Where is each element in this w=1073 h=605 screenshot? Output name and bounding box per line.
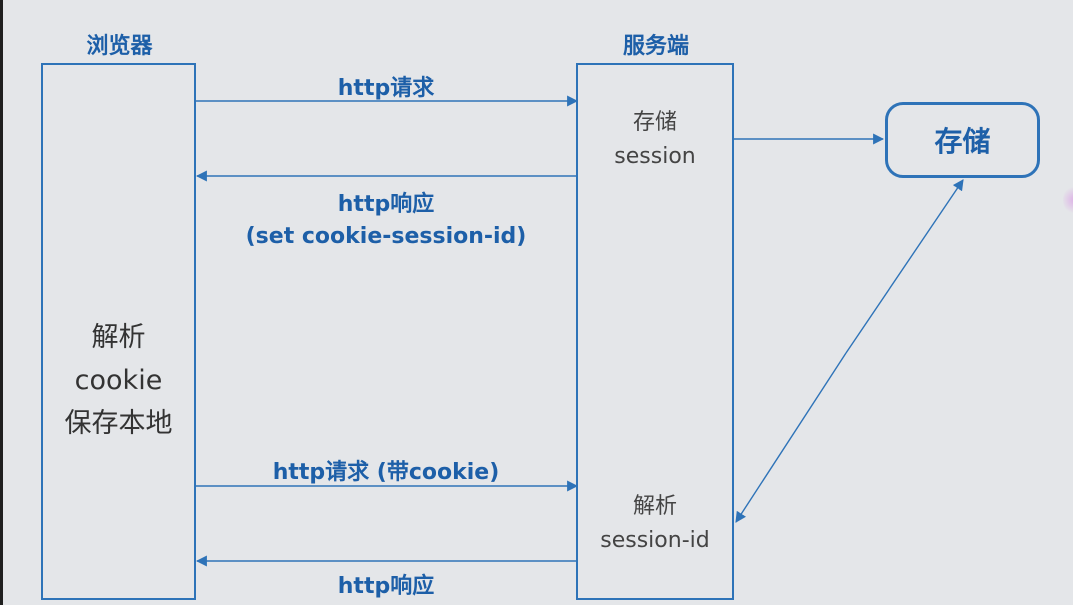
browser-note-line-3: 保存本地 [64, 408, 173, 439]
label-response-2: http响应 [337, 574, 435, 599]
browser-box [41, 63, 196, 600]
label-request-1: http请求 [337, 76, 435, 101]
browser-title: 浏览器 [86, 34, 153, 59]
server-note-bottom-line-1: 解析 [632, 494, 677, 519]
storage-box: 存储 [885, 102, 1040, 178]
browser-note-line-2: cookie [74, 365, 163, 396]
label-request-2: http请求 (带cookie) [272, 460, 500, 485]
diagram-canvas: 浏览器 服务端 存储 http请求 http响应 (set cookie-ses… [3, 0, 1073, 605]
server-note-store-session: 存储 session [576, 106, 734, 174]
server-box [576, 63, 734, 600]
label-response-1: http响应 [337, 192, 435, 217]
server-note-bottom-line-2: session-id [600, 528, 710, 553]
arrow-storage-to-server [845, 179, 964, 354]
arrows-layer [195, 95, 964, 567]
cursor-glow [1063, 185, 1073, 215]
server-note-top-line-2: session [614, 144, 696, 169]
browser-note-line-1: 解析 [91, 322, 146, 353]
label-response-1-detail: (set cookie-session-id) [245, 224, 527, 249]
server-note-top-line-1: 存储 [632, 110, 677, 135]
server-note-parse-session-id: 解析 session-id [576, 490, 734, 558]
browser-note: 解析 cookie 保存本地 [41, 316, 196, 445]
arrow-storage-to-server-down [735, 352, 847, 523]
server-title: 服务端 [622, 34, 689, 59]
